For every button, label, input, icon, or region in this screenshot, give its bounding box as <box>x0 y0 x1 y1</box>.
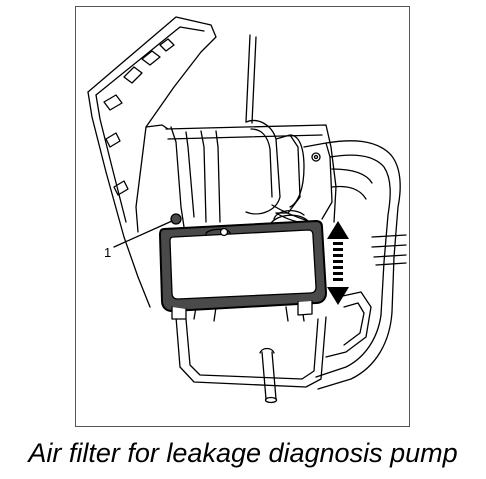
callout-leader-line <box>113 220 173 248</box>
vertical-pipe <box>245 34 257 124</box>
lower-housing <box>175 306 327 388</box>
double-headed-arrow-icon <box>327 221 349 305</box>
pump-body <box>165 119 337 228</box>
curved-hose <box>315 140 407 390</box>
air-filter-illustration <box>87 16 407 404</box>
callout-number: 1 <box>104 245 112 260</box>
air-box-housing <box>87 16 217 308</box>
air-filter-box <box>159 213 327 320</box>
drain-pipe <box>259 347 278 404</box>
figure-caption: Air filter for leakage diagnosis pump <box>28 438 458 468</box>
illustration-frame: 1 <box>75 6 410 427</box>
